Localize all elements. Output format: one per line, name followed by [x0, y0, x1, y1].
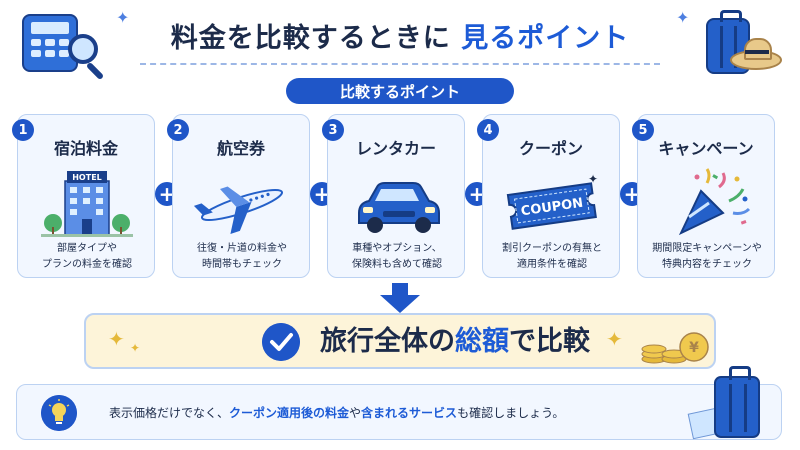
card-desc-line1: 往復・片道の料金や [197, 243, 287, 254]
total-part1: 旅行全体の [320, 326, 455, 357]
party-popper-icon [678, 168, 751, 236]
total-comparison-banner: ✦ ✦ 旅行全体の総額で比較 ✦ ¥ [84, 313, 716, 369]
suitcase-icon [714, 366, 760, 438]
tip-part3: や [349, 406, 362, 420]
card-number: 5 [632, 119, 654, 141]
card-title: クーポン [518, 139, 583, 158]
card-number: 2 [167, 119, 189, 141]
card-rental-car: 3 レンタカー 車種やオプション、 保険料も含めて確認 [322, 114, 465, 278]
check-icon [262, 323, 300, 361]
card-title: 航空券 [216, 139, 265, 158]
card-campaign: 5 キャンペーン 期間限定キャンペーンや 特典内容をチェック [632, 114, 775, 278]
card-desc-line2: プランの料金を確認 [42, 259, 132, 270]
sparkle-icon: ✦ [606, 327, 623, 351]
coupon-icon: COUPON ✦ [506, 172, 598, 230]
card-desc-line2: 時間帯もチェック [202, 259, 282, 270]
card-desc-line2: 特典内容をチェック [662, 259, 752, 270]
tip-part4: 含まれるサービス [361, 406, 458, 420]
card-title: 宿泊料金 [53, 139, 118, 158]
title-part2: 見るポイント [461, 22, 630, 54]
card-number: 1 [12, 119, 34, 141]
magnifier-icon [68, 34, 98, 64]
lightbulb-icon [41, 395, 77, 431]
total-part3: で比較 [509, 326, 590, 357]
down-arrow-icon [380, 283, 420, 313]
hotel-sign-text: HOTEL [72, 173, 102, 182]
card-title: レンタカー [355, 139, 436, 158]
card-number: 3 [322, 119, 344, 141]
sun-hat-icon [730, 38, 782, 70]
sparkle-icon: ✦ [130, 341, 141, 355]
sparkle-icon: ✦ [108, 327, 125, 351]
svg-text:✦: ✦ [588, 172, 598, 186]
airplane-icon [193, 186, 284, 235]
card-coupon: 4 クーポン COUPON ✦ 割引クーポンの有無と 適用条件を確認 [477, 114, 620, 278]
card-desc-line2: 保険料も含めて確認 [352, 259, 442, 270]
coins-icon: ¥ [641, 332, 709, 364]
hotel-icon: HOTEL [41, 171, 133, 237]
total-part2: 総額 [455, 326, 509, 357]
card-desc-line1: 期間限定キャンペーンや [652, 243, 762, 254]
card-desc-line2: 適用条件を確認 [517, 259, 587, 270]
card-airfare: 2 航空券 往復・片道の料金や 時間帯もチェック [167, 114, 310, 278]
tip-text: 表示価格だけでなく、クーポン適用後の料金や含まれるサービスも確認しましょう。 [109, 404, 564, 421]
tip-box: 表示価格だけでなく、クーポン適用後の料金や含まれるサービスも確認しましょう。 [16, 384, 782, 440]
title-divider [140, 63, 660, 65]
card-hotel: 1 宿泊料金 HOTEL 部屋タイプや プランの料金を確認 [12, 114, 155, 278]
car-icon [358, 182, 440, 233]
card-desc-line1: 部屋タイプや [57, 243, 117, 254]
card-desc-line1: 車種やオプション、 [352, 243, 442, 254]
section-label: 比較するポイント [286, 78, 514, 104]
tip-part1: 表示価格だけでなく、 [109, 406, 230, 420]
tip-part2: クーポン適用後の料金 [229, 406, 350, 420]
page-title: 料金を比較するときに 見るポイント [0, 10, 800, 60]
card-title: キャンペーン [658, 139, 754, 158]
card-desc-line1: 割引クーポンの有無と [502, 243, 602, 254]
card-number: 4 [477, 119, 499, 141]
svg-text:¥: ¥ [689, 340, 699, 356]
tip-part5: も確認しましょう。 [457, 406, 565, 420]
title-part1: 料金を比較するときに [170, 22, 451, 54]
